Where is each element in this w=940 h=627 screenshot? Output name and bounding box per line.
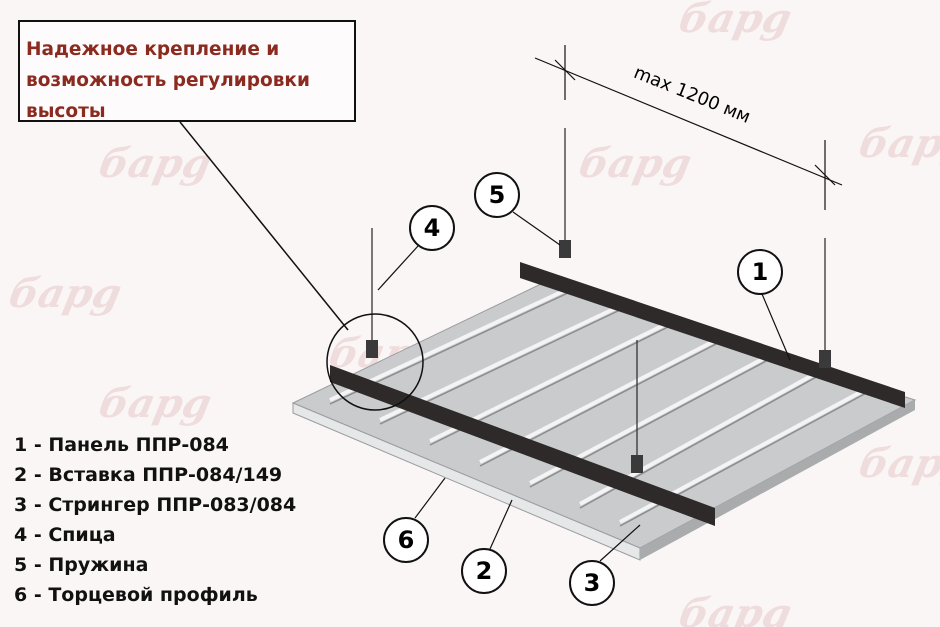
dimension-line [534,45,843,210]
dimension-label: max 1200 мм [631,62,754,128]
legend-item: 4 - Спица [14,524,116,546]
callout-1: 1 [752,258,769,286]
springs [366,240,831,473]
note-line: Надежное крепление и [26,39,280,60]
legend-item: 1 - Панель ППР-084 [14,434,229,456]
parts-legend: 1 - Панель ППР-084 2 - Вставка ППР-084/1… [14,430,296,610]
callout-5: 5 [489,181,506,209]
legend-item: 6 - Торцевой профиль [14,584,258,606]
detail-magnifier-circle [326,313,424,411]
legend-item: 5 - Пружина [14,554,149,576]
rods [371,128,826,465]
note-line: возможность регулировки [26,70,310,91]
stringer-back [520,262,905,408]
callout-2: 2 [476,557,493,585]
legend-item: 3 - Стрингер ППР-083/084 [14,494,297,516]
note-line: высоты [26,101,106,122]
legend-item: 2 - Вставка ППР-084/149 [14,464,283,486]
callout-4: 4 [424,214,441,242]
callout-6: 6 [398,526,415,554]
stringer-front [330,365,715,526]
feature-note-box: Надежное крепление и возможность регулир… [18,20,356,122]
callout-circles [383,172,783,606]
note-leader-line [179,121,349,331]
callout-3: 3 [584,569,601,597]
